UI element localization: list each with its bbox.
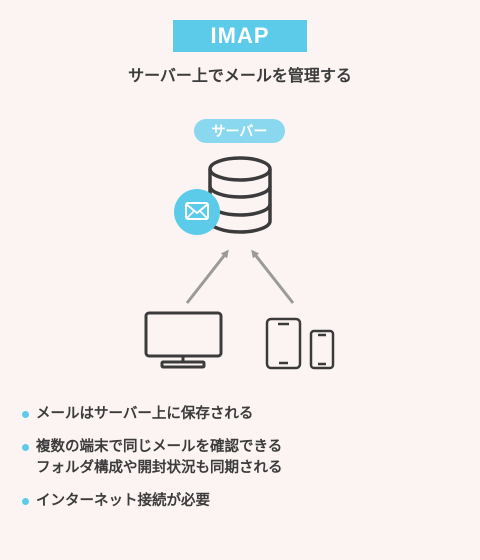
diagram-title: IMAP (173, 20, 307, 52)
smartphone-icon (265, 317, 335, 370)
monitor-icon (144, 311, 223, 369)
arrow-desktop-to-server (185, 249, 229, 304)
diagram-graphic (144, 156, 335, 370)
feature-list: メールはサーバー上に保存される 複数の端末で同じメールを確認できる フォルダ構成… (22, 404, 462, 524)
bullet-dot (22, 498, 29, 505)
list-item-text: メールはサーバー上に保存される (36, 406, 254, 422)
envelope-icon (174, 189, 220, 235)
diagram-subtitle: サーバー上でメールを管理する (128, 66, 352, 85)
database-icon (208, 156, 272, 234)
list-item: メールはサーバー上に保存される (22, 404, 462, 425)
bullet-dot (22, 411, 29, 418)
list-item-text: 複数の端末で同じメールを確認できる (36, 439, 283, 455)
arrow-phones-to-server (251, 249, 295, 304)
bullet-dot (22, 444, 29, 451)
list-item: 複数の端末で同じメールを確認できる フォルダ構成や開封状況も同期される (22, 437, 462, 479)
list-item: インターネット接続が必要 (22, 491, 462, 512)
list-item-text: フォルダ構成や開封状況も同期される (36, 460, 283, 476)
server-label: サーバー (194, 119, 285, 143)
list-item-text: インターネット接続が必要 (36, 493, 210, 509)
